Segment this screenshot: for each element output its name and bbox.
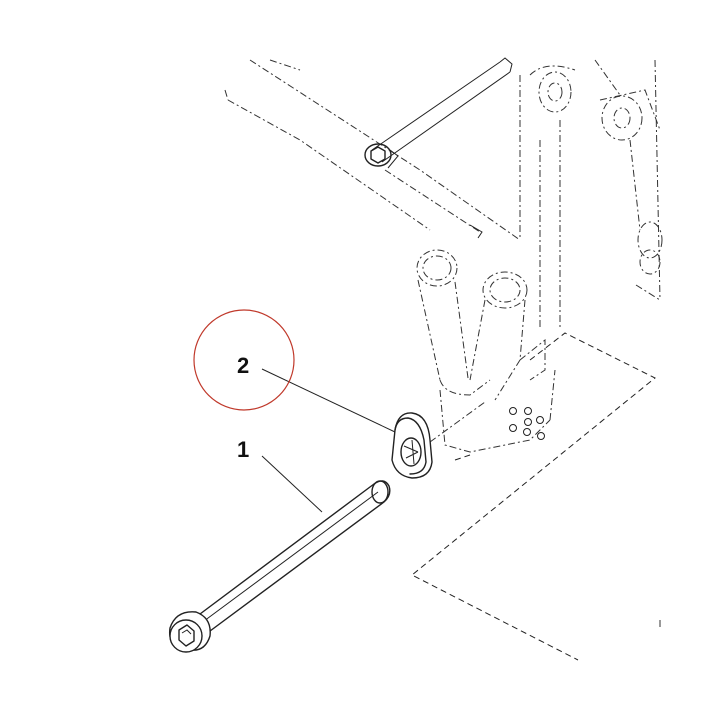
assembly-axis-line xyxy=(429,401,486,443)
highlight-circle xyxy=(193,309,295,411)
bracket-holes xyxy=(509,407,545,440)
upper-pivot-bosses xyxy=(529,65,663,301)
footrest-plate-phantom xyxy=(411,332,656,661)
leader-line-2 xyxy=(261,368,396,433)
part-1-bolt xyxy=(168,480,391,653)
callout-1: 1 xyxy=(237,437,249,462)
frame-assembly-phantom xyxy=(224,57,663,661)
callout-2: 2 xyxy=(237,353,249,378)
part-2-collar xyxy=(391,412,433,479)
leader-line-1 xyxy=(261,455,323,513)
top-bolt-head xyxy=(364,143,399,169)
bolt-head xyxy=(168,611,211,653)
rear-bracket-arms xyxy=(416,249,556,453)
